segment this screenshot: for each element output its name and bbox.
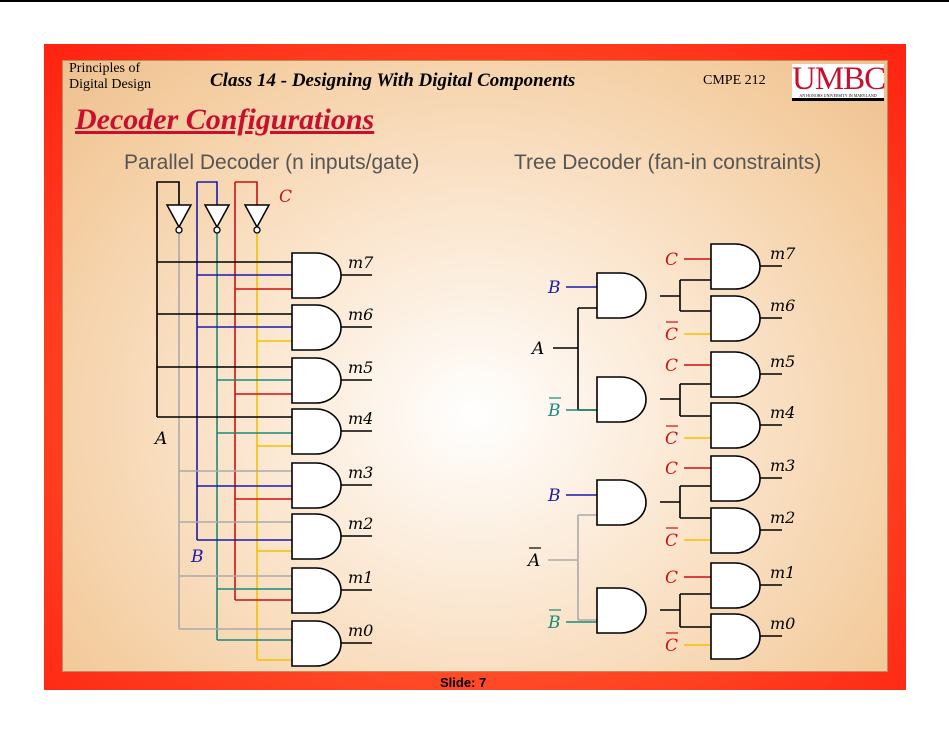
lecture-title: Class 14 - Designing With Digital Compon… xyxy=(210,70,576,91)
and-gate-m5 xyxy=(291,357,372,404)
umbc-logo: UMBC AN HONORS UNIVERSITY IN MARYLAND xyxy=(792,61,886,101)
tree-output-m3: m3 xyxy=(770,456,795,475)
inverter-b xyxy=(203,204,231,234)
tree-label-c-bar-4: C xyxy=(665,632,678,656)
tree-and-gate-m3 xyxy=(710,455,782,502)
svg-text:A: A xyxy=(526,551,540,571)
tree-label-b-bar-upper: B xyxy=(547,397,561,421)
inverter-c xyxy=(243,204,271,234)
svg-text:B: B xyxy=(547,613,561,633)
svg-text:C: C xyxy=(665,325,678,345)
parallel-decoder xyxy=(156,181,292,661)
tree-and-gate-m6 xyxy=(710,295,782,342)
tree-output-m6: m6 xyxy=(770,296,795,315)
parallel-label-b: B xyxy=(190,547,204,567)
and-gate-m1 xyxy=(291,567,372,614)
tree-gate-abar-b xyxy=(596,479,647,526)
tree-label-c-2: C xyxy=(665,356,678,376)
parallel-output-m1: m1 xyxy=(348,568,373,587)
tree-label-c-3: C xyxy=(665,459,678,479)
course-code: CMPE 212 xyxy=(703,73,766,88)
parallel-subtitle: Parallel Decoder (n inputs/gate) xyxy=(124,151,419,174)
inverter-a xyxy=(165,204,193,234)
parallel-output-m5: m5 xyxy=(348,358,373,377)
tree-decoder xyxy=(548,258,711,646)
tree-and-gate-m7 xyxy=(710,243,782,290)
svg-text:B: B xyxy=(547,401,561,421)
tree-output-m7: m7 xyxy=(770,244,796,263)
tree-label-c-1: C xyxy=(665,250,678,270)
tree-output-m2: m2 xyxy=(770,508,795,527)
tree-and-gate-m5 xyxy=(710,351,782,398)
tree-gates xyxy=(596,243,782,660)
tree-and-gate-m1 xyxy=(710,562,782,609)
tree-subtitle: Tree Decoder (fan-in constraints) xyxy=(514,151,821,174)
parallel-output-m6: m6 xyxy=(348,305,373,324)
tree-gate-abar-bbar xyxy=(596,587,647,634)
course-name: Principles of Digital Design xyxy=(69,61,151,93)
tree-output-m0: m0 xyxy=(770,614,795,633)
slide-title: Decoder Configurations xyxy=(75,103,375,136)
logo-tagline: AN HONORS UNIVERSITY IN MARYLAND xyxy=(799,93,877,98)
top-rule xyxy=(0,0,949,2)
tree-label-b-lower: B xyxy=(547,486,561,506)
and-gate-m0 xyxy=(291,620,372,667)
tree-label-b-upper: B xyxy=(547,278,561,298)
parallel-label-a: A xyxy=(153,429,167,449)
tree-label-c-bar-3: C xyxy=(665,527,678,551)
tree-output-m5: m5 xyxy=(770,352,795,371)
tree-label-c-4: C xyxy=(665,568,678,588)
parallel-gates xyxy=(291,252,372,667)
tree-output-m1: m1 xyxy=(770,563,795,582)
and-gate-m2 xyxy=(291,513,372,560)
tree-label-c-bar-1: C xyxy=(665,321,678,345)
parallel-output-m0: m0 xyxy=(348,621,373,640)
slide-number: Slide: 7 xyxy=(440,675,487,690)
tree-and-gate-m4 xyxy=(710,402,782,449)
parallel-label-c: C xyxy=(279,187,292,207)
tree-gate-ab xyxy=(596,272,647,319)
parallel-output-m2: m2 xyxy=(348,514,373,533)
tree-and-gate-m0 xyxy=(710,613,782,660)
tree-label-a: A xyxy=(530,339,544,359)
tree-label-c-bar-2: C xyxy=(665,425,678,449)
tree-output-m4: m4 xyxy=(770,403,795,422)
tree-and-gate-m2 xyxy=(710,507,782,554)
parallel-output-m3: m3 xyxy=(348,463,373,482)
tree-label-a-bar: A xyxy=(526,547,541,571)
svg-text:C: C xyxy=(665,636,678,656)
svg-text:C: C xyxy=(665,429,678,449)
course-name-line1: Principles of xyxy=(69,61,141,76)
svg-text:C: C xyxy=(665,531,678,551)
parallel-output-m7: m7 xyxy=(348,253,374,272)
tree-gate-ab-bar xyxy=(596,376,647,423)
parallel-output-m4: m4 xyxy=(348,409,373,428)
and-gate-m3 xyxy=(291,462,372,509)
logo-text: UMBC xyxy=(792,61,886,97)
and-gate-m4 xyxy=(291,408,372,455)
tree-label-b-bar-lower: B xyxy=(547,609,561,633)
and-gate-m7 xyxy=(291,252,372,299)
course-name-line2: Digital Design xyxy=(69,77,152,92)
and-gate-m6 xyxy=(291,304,372,351)
